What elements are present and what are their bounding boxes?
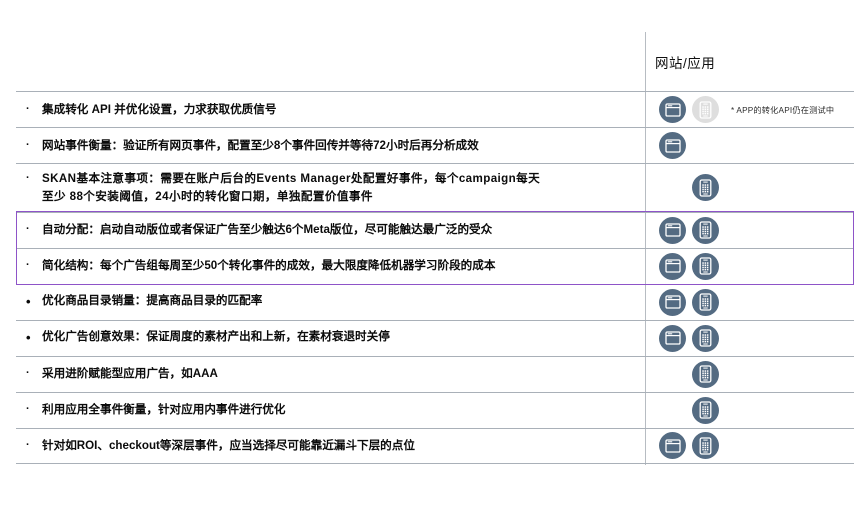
browser-window-icon <box>659 216 686 244</box>
table-row: · 采用进阶赋能型应用广告，如AAA <box>16 355 854 392</box>
mobile-phone-icon <box>692 96 719 123</box>
browser-window-icon <box>659 132 686 159</box>
row-label: 采用进阶赋能型应用广告，如AAA <box>42 367 218 381</box>
bullet-icon: · <box>26 403 30 416</box>
table-row: · 集成转化 API 并优化设置，力求获取优质信号 * APP的转化API仍在测试中 <box>16 91 854 127</box>
bullet-icon: • <box>26 330 31 346</box>
table-row: • 优化商品目录销量：提高商品目录的匹配率 <box>16 283 854 320</box>
recommendations-table: · 集成转化 API 并优化设置，力求获取优质信号 * APP的转化API仍在测试中… <box>16 91 854 464</box>
row-icon-cell <box>645 252 854 280</box>
row-text-cell: · 网站事件衡量：验证所有网页事件，配置至少8个事件回传并等待72小时后再分析成效 <box>16 131 645 161</box>
row-text-cell: • 优化广告创意效果：保证周度的素材产出和上新，在素材衰退时关停 <box>16 322 645 354</box>
table-row: · 针对如ROI、checkout等深层事件，应当选择尽可能靠近漏斗下层的点位 <box>16 427 854 464</box>
browser-window-icon <box>659 324 686 352</box>
bullet-icon: · <box>26 367 30 380</box>
column-header-website-app: 网站/应用 <box>655 56 716 71</box>
bullet-icon: · <box>26 172 30 184</box>
row-icon-cell <box>645 396 854 424</box>
row-icon-cell <box>645 216 854 244</box>
table-row: · 网站事件衡量：验证所有网页事件，配置至少8个事件回传并等待72小时后再分析成效 <box>16 127 854 163</box>
bullet-icon: · <box>26 138 30 151</box>
row-text-cell: · 针对如ROI、checkout等深层事件，应当选择尽可能靠近漏斗下层的点位 <box>16 431 645 461</box>
icon-placeholder <box>659 361 686 388</box>
browser-window-icon <box>659 96 686 123</box>
row-icon-cell <box>645 174 854 202</box>
row-label: 网站事件衡量：验证所有网页事件，配置至少8个事件回传并等待72小时后再分析成效 <box>42 138 479 152</box>
mobile-phone-icon <box>692 432 719 460</box>
row-text-cell: · 利用应用全事件衡量，针对应用内事件进行优化 <box>16 395 645 425</box>
table-row: · 利用应用全事件衡量，针对应用内事件进行优化 <box>16 391 854 428</box>
mobile-phone-icon <box>692 324 719 352</box>
table-row: · 简化结构：每个广告组每周至少50个转化事件的成效，最大限度降低机器学习阶段的成… <box>16 247 854 284</box>
bullet-icon: · <box>26 223 30 236</box>
row-label: 自动分配：启动自动版位或者保证广告至少触达6个Meta版位，尽可能触达最广泛的受… <box>42 223 493 237</box>
row-label: SKAN基本注意事项：需要在账户后台的Events Manager处配置好事件，… <box>42 172 541 203</box>
table-row: · 自动分配：启动自动版位或者保证广告至少触达6个Meta版位，尽可能触达最广泛的… <box>16 211 854 248</box>
row-label: 集成转化 API 并优化设置，力求获取优质信号 <box>42 102 277 116</box>
row-text-cell: · SKAN基本注意事项：需要在账户后台的Events Manager处配置好事件… <box>16 164 645 212</box>
mobile-phone-icon <box>692 216 719 244</box>
row-icon-cell <box>645 132 854 159</box>
row-label: 优化商品目录销量：提高商品目录的匹配率 <box>42 294 263 308</box>
browser-window-icon <box>659 432 686 460</box>
bullet-icon: · <box>26 438 30 451</box>
row-icon-cell: * APP的转化API仍在测试中 <box>645 96 854 123</box>
row-text-cell: · 集成转化 API 并优化设置，力求获取优质信号 <box>16 95 645 125</box>
table-row: · SKAN基本注意事项：需要在账户后台的Events Manager处配置好事件… <box>16 163 854 212</box>
row-text-cell: · 采用进阶赋能型应用广告，如AAA <box>16 359 645 389</box>
row-icon-cell <box>645 360 854 388</box>
row-label: 利用应用全事件衡量，针对应用内事件进行优化 <box>42 403 286 417</box>
table-row: • 优化广告创意效果：保证周度的素材产出和上新，在素材衰退时关停 <box>16 319 854 356</box>
row-text-cell: · 自动分配：启动自动版位或者保证广告至少触达6个Meta版位，尽可能触达最广泛的… <box>16 215 645 245</box>
bullet-icon: • <box>26 294 31 310</box>
row-text-cell: · 简化结构：每个广告组每周至少50个转化事件的成效，最大限度降低机器学习阶段的成… <box>16 251 645 281</box>
bullet-icon: · <box>26 102 30 115</box>
mobile-phone-icon <box>692 174 719 202</box>
icon-placeholder <box>659 174 686 201</box>
mobile-phone-icon <box>692 252 719 280</box>
row-icon-cell <box>645 324 854 352</box>
footnote-text: * APP的转化API仍在测试中 <box>731 105 835 115</box>
row-label: 针对如ROI、checkout等深层事件，应当选择尽可能靠近漏斗下层的点位 <box>42 438 415 452</box>
browser-window-icon <box>659 288 686 316</box>
row-label: 简化结构：每个广告组每周至少50个转化事件的成效，最大限度降低机器学习阶段的成本 <box>42 259 496 273</box>
bullet-icon: · <box>26 259 30 272</box>
row-icon-cell <box>645 288 854 316</box>
row-icon-cell <box>645 432 854 460</box>
mobile-phone-icon <box>692 360 719 388</box>
icon-placeholder <box>659 397 686 424</box>
mobile-phone-icon <box>692 396 719 424</box>
row-label: 优化广告创意效果：保证周度的素材产出和上新，在素材衰退时关停 <box>42 330 390 344</box>
mobile-phone-icon <box>692 288 719 316</box>
browser-window-icon <box>659 252 686 280</box>
row-text-cell: • 优化商品目录销量：提高商品目录的匹配率 <box>16 286 645 318</box>
